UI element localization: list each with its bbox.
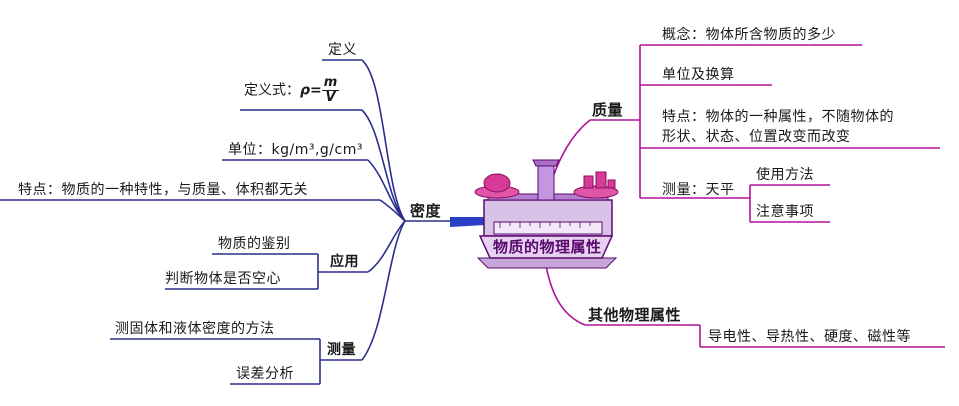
other-properties-label: 其他物理属性	[588, 306, 682, 324]
mass-concept: 概念：物体所含物质的多少	[662, 27, 836, 43]
other-properties-items: 导电性、导热性、硬度、磁性等	[708, 329, 911, 345]
measurement-label: 测量	[327, 342, 356, 358]
mass-units: 单位及换算	[662, 67, 735, 83]
mass-label: 质量	[592, 101, 624, 119]
application-item-identify: 物质的鉴别	[218, 236, 291, 252]
mass-measure-notes: 注意事项	[756, 204, 814, 220]
density-unit: 单位：kg/m³,g/cm³	[228, 142, 363, 158]
application-item-hollow: 判断物体是否空心	[165, 271, 281, 287]
measurement-item-method: 测固体和液体密度的方法	[115, 321, 275, 337]
formula-symbol: ρ	[300, 82, 311, 99]
mass-measure-label: 测量：天平	[662, 182, 735, 198]
formula-equals: =	[310, 82, 322, 99]
density-label: 密度	[410, 202, 442, 220]
formula-prefix: 定义式：	[244, 82, 300, 99]
density-connectors	[0, 59, 450, 385]
center-label: 物质的物理属性	[493, 238, 602, 256]
mass-feature-line1: 特点：物体的一种属性，不随物体的	[662, 109, 894, 125]
density-definition: 定义	[328, 42, 357, 58]
mass-feature-line2: 形状、状态、位置改变而改变	[662, 129, 851, 145]
application-label: 应用	[330, 254, 359, 270]
mass-connectors	[544, 44, 945, 348]
hub-arrow	[450, 217, 485, 227]
mass-measure-usage: 使用方法	[756, 167, 814, 183]
formula-denominator: V	[325, 90, 336, 105]
measurement-item-error: 误差分析	[236, 366, 294, 382]
formula-numerator: m	[321, 75, 340, 91]
density-feature: 特点：物质的一种特性，与质量、体积都无关	[18, 182, 308, 198]
